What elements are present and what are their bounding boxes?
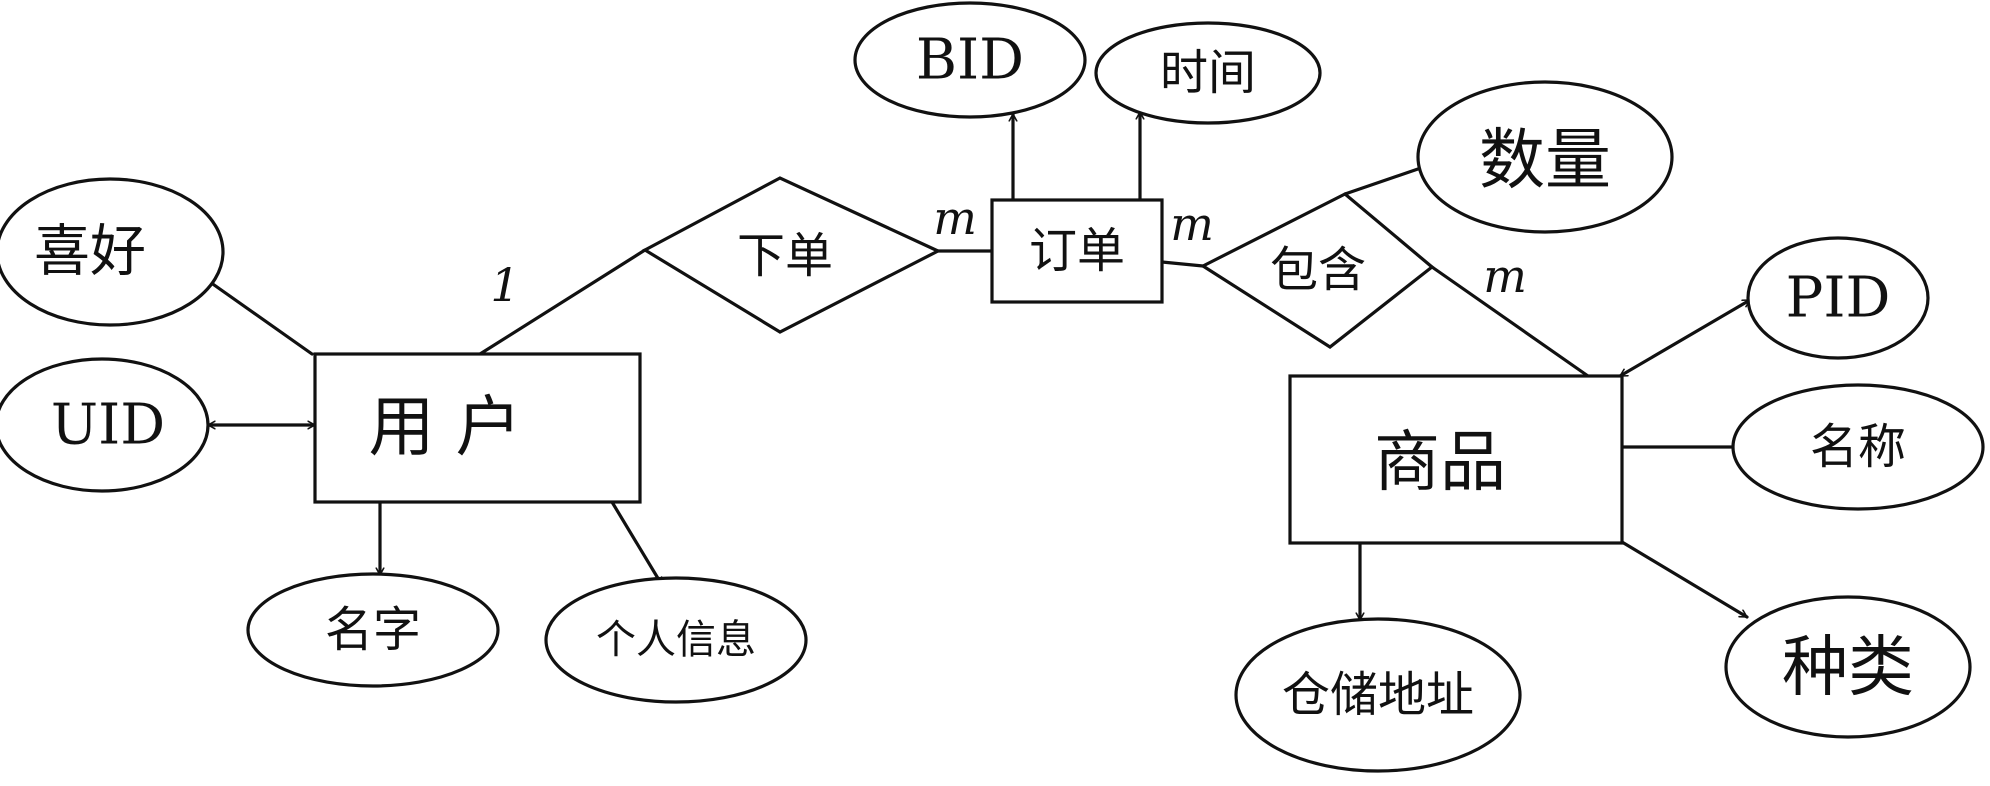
attribute-time-label: 时间	[1160, 45, 1256, 101]
arrow-user-personal-info	[610, 500, 664, 587]
attribute-product-name: 名称	[1731, 383, 1985, 511]
relationship-place-order-label: 下单	[737, 228, 833, 284]
attribute-quantity: 数量	[1416, 80, 1674, 234]
entity-order-label: 订单	[1029, 223, 1125, 279]
relationship-place-order: 下单	[641, 176, 942, 334]
cardinality-order-contains-side: m	[1170, 197, 1214, 251]
attribute-personal-info-label: 个人信息	[596, 617, 756, 663]
attribute-storage-address: 仓储地址	[1234, 617, 1522, 773]
cardinality-product-side: m	[1483, 249, 1527, 303]
connectors	[198, 110, 1752, 622]
entity-user: 用 户	[313, 352, 642, 504]
attribute-bid: BID	[853, 1, 1087, 119]
arrow-product-pid	[1618, 298, 1752, 378]
attribute-time: 时间	[1094, 21, 1322, 125]
entity-order: 订单	[990, 198, 1164, 304]
attribute-storage-address-label: 仓储地址	[1282, 667, 1474, 723]
attribute-name-label: 名字	[325, 602, 421, 658]
attribute-personal-info: 个人信息	[544, 576, 808, 704]
relationship-contains: 包含	[1199, 192, 1435, 349]
attribute-bid-label: BID	[916, 28, 1024, 93]
cardinalities: 1 m m m	[490, 191, 1526, 312]
arrow-product-category	[1620, 540, 1749, 619]
attribute-category-label: 种类	[1782, 629, 1914, 706]
attribute-pid-label: PID	[1786, 266, 1891, 331]
entity-product: 商品	[1288, 374, 1624, 545]
line-user-place-order	[478, 248, 647, 356]
attribute-uid: UID	[0, 357, 210, 493]
attribute-quantity-label: 数量	[1479, 122, 1611, 199]
attribute-name: 名字	[246, 572, 500, 688]
attribute-product-name-label: 名称	[1810, 419, 1906, 475]
attribute-pid: PID	[1746, 236, 1930, 360]
attribute-category: 种类	[1724, 595, 1972, 739]
cardinality-user-side: 1	[490, 258, 519, 312]
relationship-contains-label: 包含	[1270, 242, 1366, 298]
line-contains-product	[1430, 265, 1590, 378]
attribute-hobby: 喜好	[0, 177, 225, 327]
arrow-user-hobby	[198, 273, 314, 356]
attribute-hobby-label: 喜好	[34, 220, 146, 285]
attribute-uid-label: UID	[51, 393, 165, 458]
line-order-contains	[1160, 260, 1205, 268]
cardinality-order-place-side: m	[933, 191, 977, 245]
entity-product-label: 商品	[1374, 424, 1506, 501]
entity-user-label: 用 户	[369, 389, 522, 466]
